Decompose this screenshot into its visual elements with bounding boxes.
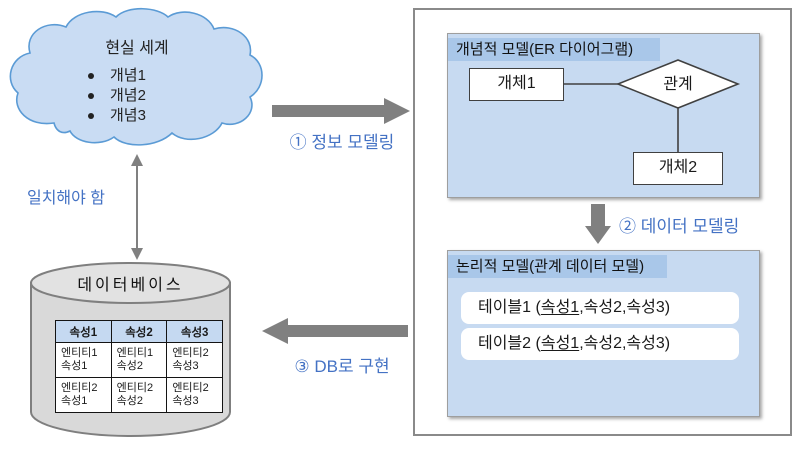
step3-label: ③ DB로 구현 (294, 357, 390, 376)
er-connector-lines (564, 59, 741, 153)
bullet-icon (88, 113, 94, 119)
database-table: 속성1 속성2 속성3 엔티티1 속성1 엔티티1 속성2 엔티티2 속성3 (55, 320, 223, 413)
double-arrow-icon (131, 154, 143, 260)
concept-list-item: 개념2 (88, 86, 146, 106)
conceptual-model-header: 개념적 모델(ER 다이어그램) (448, 38, 660, 61)
cell-line: 엔티티1 (61, 347, 98, 359)
column-header: 속성3 (166, 320, 223, 343)
concept-list-item: 개념3 (88, 106, 146, 126)
step1-label: ① 정보 모델링 (289, 133, 395, 152)
cell-line: 엔티티2 (116, 382, 154, 394)
entity1-node: 개체1 (469, 68, 564, 101)
table-cell: 엔티티2 속성3 (166, 377, 223, 413)
relationship-label: 관계 (663, 76, 693, 93)
table2-suffix: ,속성2,속성3) (579, 335, 671, 352)
table-cell: 엔티티2 속성3 (166, 342, 223, 378)
cell-line: 속성1 (61, 360, 88, 372)
table2-definition: 테이블2 (속성1,속성2,속성3) (461, 328, 739, 360)
cell-line: 엔티티2 (172, 382, 209, 394)
concept-label: 개념1 (110, 67, 146, 84)
table-row: 엔티티1 속성1 엔티티1 속성2 엔티티2 속성3 (55, 342, 223, 378)
logical-model-box: 논리적 모델(관계 데이터 모델) 테이블1 (속성1,속성2,속성3) 테이블… (447, 250, 760, 417)
cell-line: 속성1 (61, 395, 88, 407)
right-arrow-icon (272, 98, 410, 124)
down-arrow-icon (585, 204, 611, 244)
table-cell: 엔티티2 속성1 (55, 377, 112, 413)
table1-suffix: ,속성2,속성3) (579, 299, 671, 316)
table-cell: 엔티티1 속성1 (55, 342, 112, 378)
logical-model-header: 논리적 모델(관계 데이터 모델) (448, 255, 667, 278)
cell-line: 엔티티1 (116, 347, 154, 359)
cell-line: 속성2 (116, 395, 144, 407)
column-header: 속성2 (110, 320, 168, 343)
table-header-row: 속성1 속성2 속성3 (55, 320, 223, 343)
cell-line: 엔티티2 (172, 347, 209, 359)
conceptual-model-box: 개념적 모델(ER 다이어그램) 개체1 관계 개체2 (447, 33, 760, 198)
table1-primary-key: 속성1 (540, 299, 580, 316)
relationship-diamond-icon (615, 59, 741, 109)
concept-label: 개념2 (110, 87, 146, 104)
bullet-icon (88, 93, 94, 99)
table2-prefix: 테이블2 ( (478, 335, 541, 352)
cell-line: 속성3 (172, 360, 199, 372)
match-required-label: 일치해야 함 (26, 190, 106, 207)
table1-prefix: 테이블1 ( (478, 299, 541, 316)
table-cell: 엔티티1 속성2 (110, 342, 168, 378)
concept-label: 개념3 (110, 107, 146, 124)
column-header: 속성1 (55, 320, 112, 343)
cell-line: 엔티티2 (61, 382, 98, 394)
table2-primary-key: 속성1 (540, 335, 580, 352)
table-row: 엔티티2 속성1 엔티티2 속성2 엔티티2 속성3 (55, 377, 223, 413)
left-arrow-icon (262, 318, 408, 344)
table-cell: 엔티티2 속성2 (110, 377, 168, 413)
bullet-icon (88, 73, 94, 79)
entity2-node: 개체2 (633, 152, 723, 185)
cell-line: 속성3 (172, 395, 199, 407)
step2-label: ② 데이터 모델링 (619, 217, 740, 236)
cell-line: 속성2 (116, 360, 144, 372)
cloud-shape-icon (9, 7, 263, 146)
real-world-title: 현실 세계 (105, 40, 169, 57)
table1-definition: 테이블1 (속성1,속성2,속성3) (461, 292, 739, 324)
concept-list-item: 개념1 (88, 66, 146, 86)
real-world-concept-list: 개념1 개념2 개념3 (88, 66, 146, 126)
database-title: 데이터베이스 (77, 277, 184, 294)
